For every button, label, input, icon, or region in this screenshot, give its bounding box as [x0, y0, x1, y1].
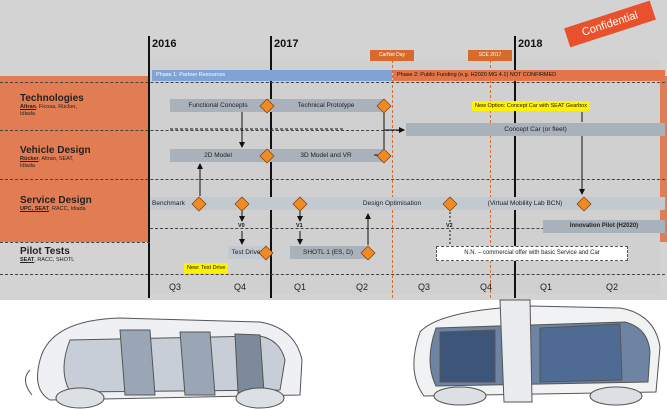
task-concept-car: Concept Car (or fleet)	[406, 123, 665, 136]
milestone-diamond	[292, 196, 308, 212]
task-design-extension	[586, 197, 665, 210]
row-title: Pilot Tests	[20, 246, 70, 257]
quarter-label: Q1	[539, 282, 552, 292]
row-partners: UPC, SEAT, RACC, Idiada	[20, 206, 86, 212]
version-v2: V2	[446, 223, 453, 229]
year-line-2016	[148, 36, 150, 298]
version-v0: V0	[238, 223, 245, 229]
quarter-label: Q4	[479, 282, 492, 292]
phase2-bar: Phase 2: Public Funding (e.g. H2020 MG 4…	[393, 70, 665, 81]
row-title: Service Design	[20, 195, 92, 206]
milestone-diamond	[442, 196, 458, 212]
connectors	[170, 98, 592, 261]
quarter-label: Q2	[355, 282, 368, 292]
carnet-day-tag: CarNet Day	[370, 50, 414, 61]
row-partners: Altran, Ficosa, Rücker,	[20, 104, 77, 110]
row-title: Technologies	[20, 93, 84, 104]
milestone-diamond	[191, 196, 207, 212]
task-2d-model: 2D Model	[170, 149, 266, 162]
milestone-diamond	[258, 245, 274, 261]
row-partners-line2: Idiada	[20, 163, 35, 169]
separator-line	[0, 179, 665, 180]
milestone-diamond	[234, 196, 250, 212]
separator-line	[0, 274, 665, 275]
quarter-label: Q3	[417, 282, 430, 292]
quarter-label: Q1	[293, 282, 306, 292]
milestone-diamond	[376, 98, 392, 114]
vehicle-sketch-right	[413, 299, 661, 406]
milestone-diamond	[360, 245, 376, 261]
vehicle-sketch-left	[25, 317, 303, 409]
phase1-bar: Phase 1: Partner Resources	[152, 70, 392, 81]
row-technologies: Technologies Altran, Ficosa, Rücker, Idi…	[20, 93, 84, 118]
milestone-diamond	[376, 148, 392, 164]
year-2017: 2017	[274, 38, 299, 50]
task-commercial-offer: N.N. – commercial offer with basic Servi…	[436, 246, 628, 261]
row-partners: SEAT, RACC, SHOTL	[20, 257, 75, 263]
task-3d-model: 3D Model and VR	[268, 149, 384, 162]
task-virtual-mobility-lab: (Virtual Mobility Lab BCN)	[487, 200, 563, 207]
task-technical-prototype: Technical Prototype	[268, 99, 384, 112]
milestone-diamond	[259, 148, 275, 164]
sce-2017-tag: SCE 2017	[468, 50, 512, 61]
quarter-label: Q3	[168, 282, 181, 292]
separator-line	[0, 82, 665, 83]
row-title: Vehicle Design	[20, 145, 91, 156]
quarter-label: Q2	[605, 282, 618, 292]
milestone-diamond	[259, 98, 275, 114]
task-shotl: SHOTL 1 (ES, D)	[290, 246, 366, 259]
milestone-diamond	[576, 196, 592, 212]
separator-line	[0, 242, 150, 243]
note-new-test-drive: New: Test Drive	[184, 263, 229, 273]
row-partners-line2: Idiada	[20, 111, 35, 117]
row-vehicle-design: Vehicle Design Rücker, Altran, SEAT, Idi…	[20, 145, 91, 170]
separator-line	[0, 130, 665, 131]
note-new-option: New Option: Concept Car with SEAT Gearbo…	[472, 101, 590, 111]
year-line-2018	[514, 36, 516, 298]
separator-line	[150, 228, 665, 229]
task-innovation-pilot: Innovation Pilot (H2020)	[543, 220, 665, 233]
version-v1: V1	[296, 223, 303, 229]
year-line-2017	[270, 36, 272, 298]
row-partners: Rücker, Altran, SEAT,	[20, 156, 74, 162]
year-2016: 2016	[152, 38, 177, 50]
task-test-drive: Test Drive	[228, 246, 264, 259]
task-functional-concepts: Functional Concepts	[170, 99, 266, 112]
row-service-design: Service Design UPC, SEAT, RACC, Idiada	[20, 195, 92, 213]
quarter-label: Q4	[233, 282, 246, 292]
row-pilot-tests: Pilot Tests SEAT, RACC, SHOTL	[20, 246, 74, 264]
year-2018: 2018	[518, 38, 543, 50]
task-benchmark: Benchmark	[150, 197, 198, 210]
